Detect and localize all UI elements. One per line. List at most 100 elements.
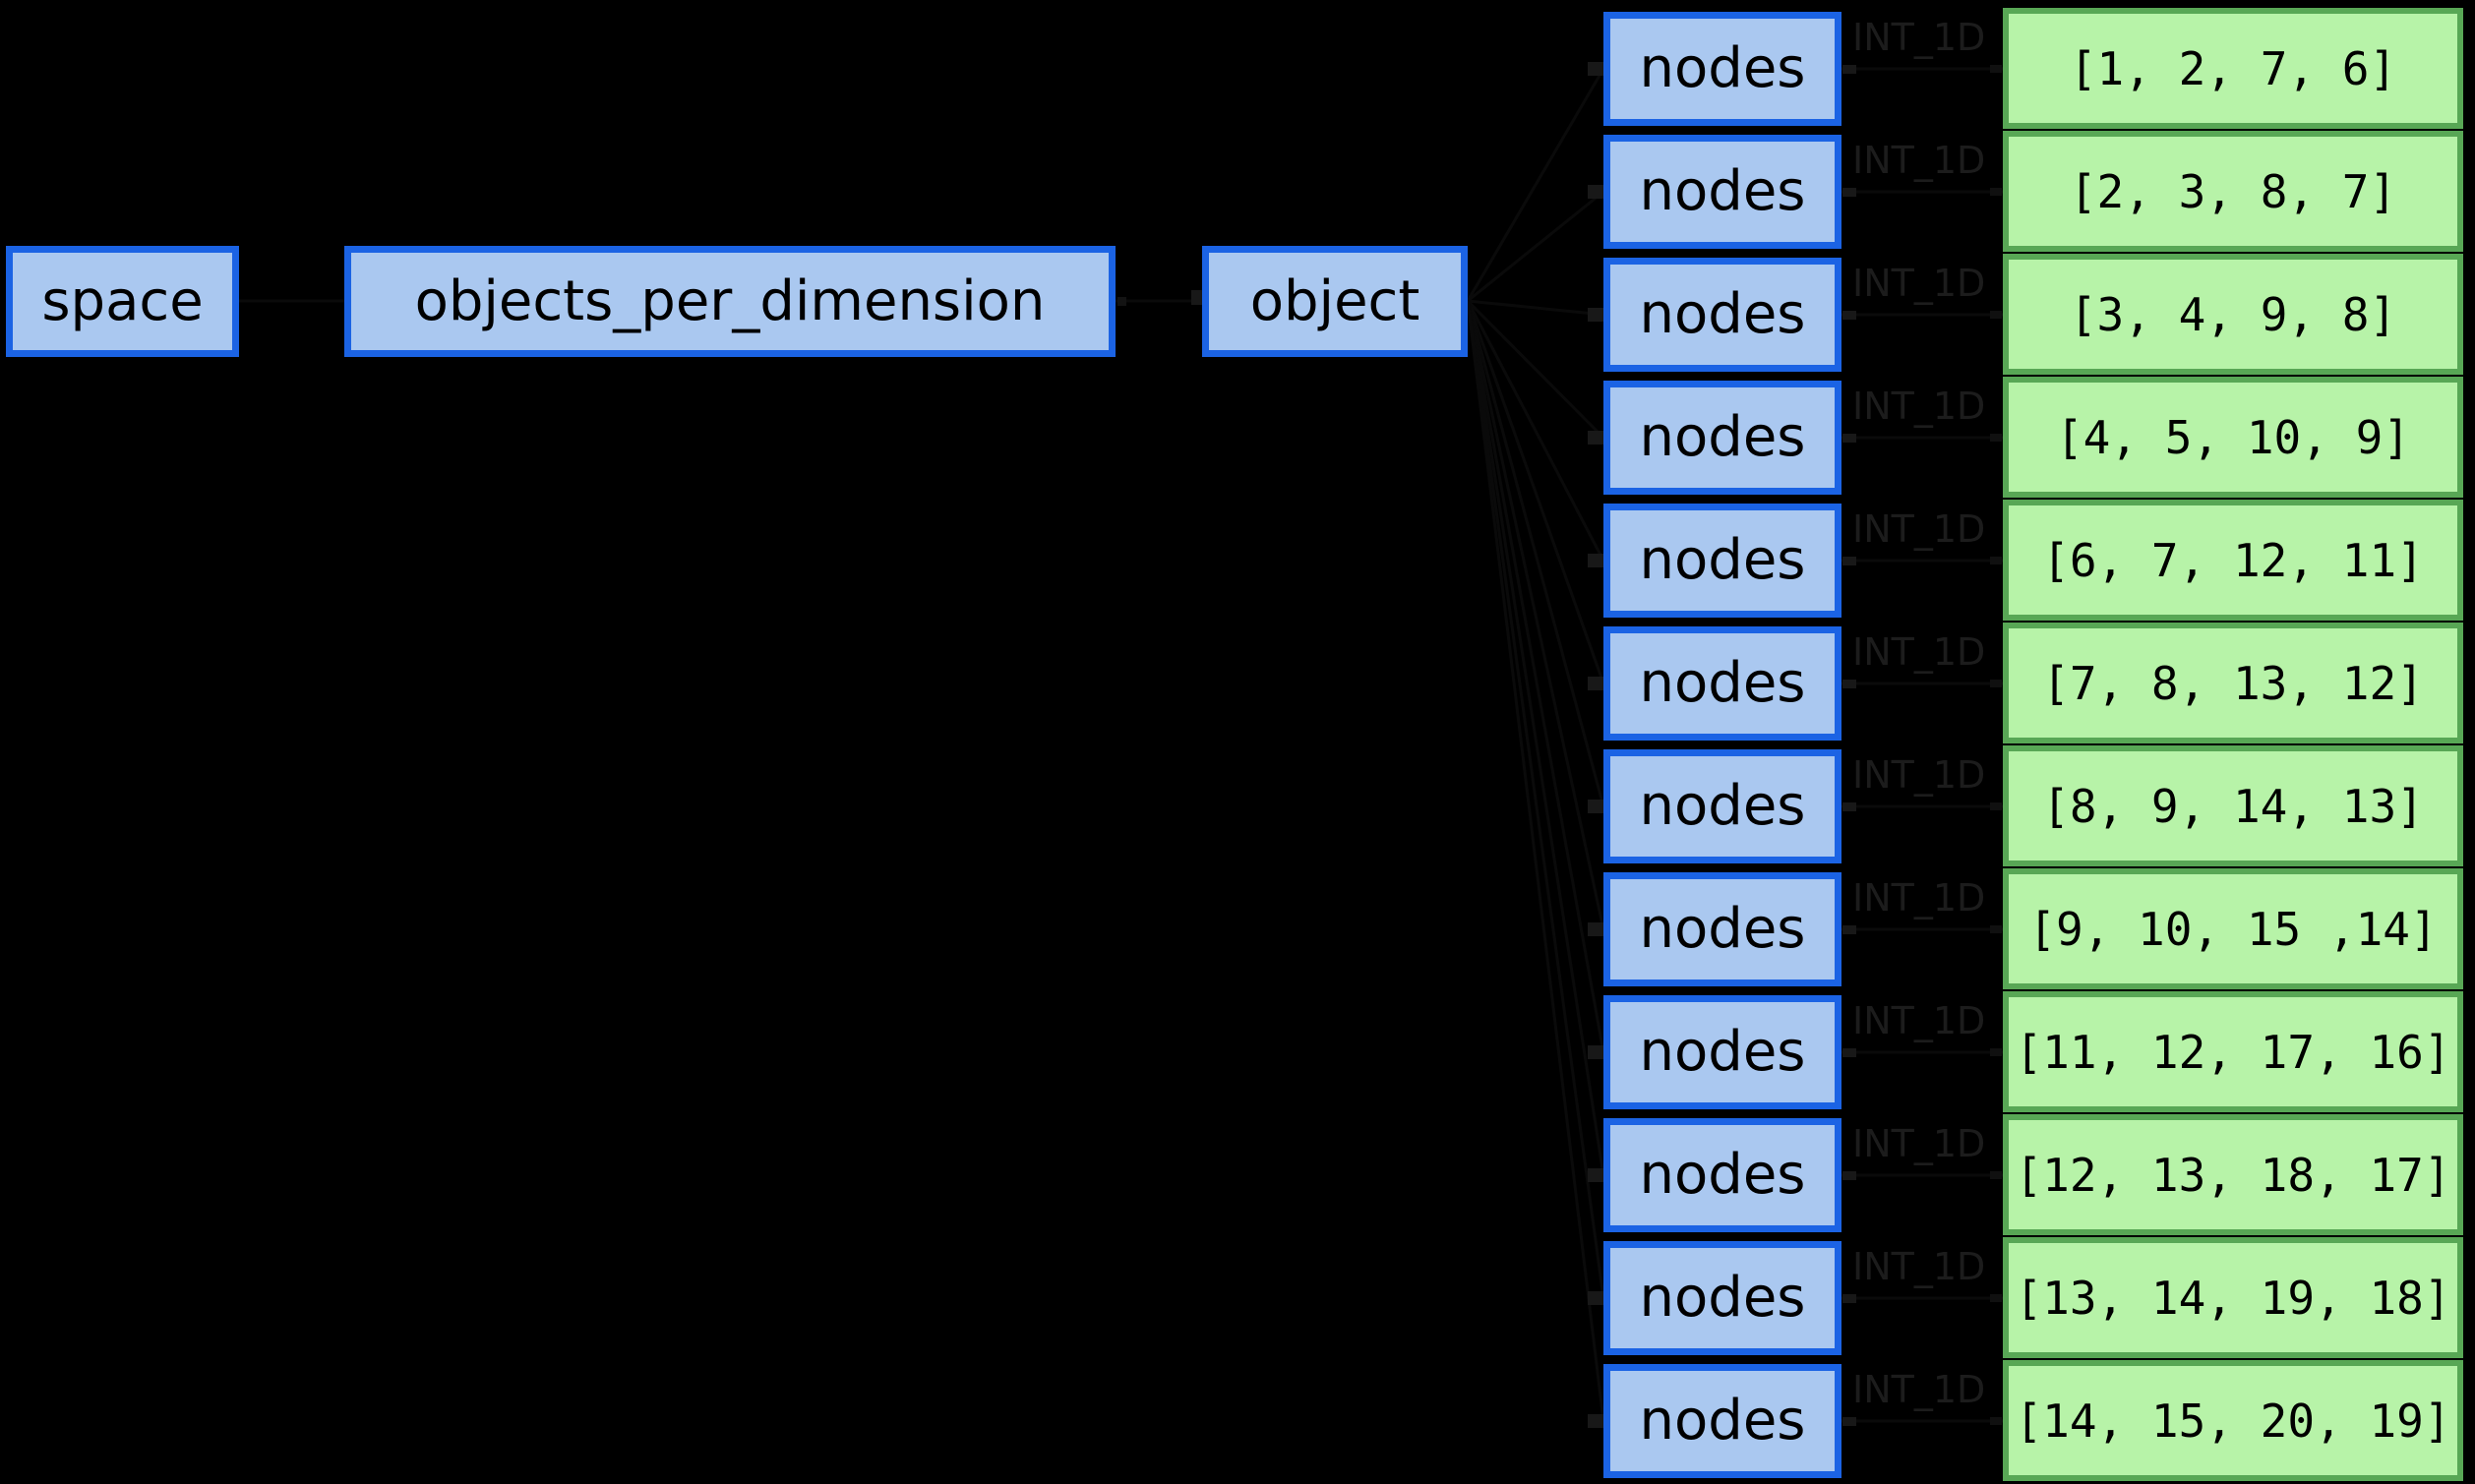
- edge-arrowhead: [1588, 308, 1604, 322]
- edge-arrowhead: [1990, 434, 2002, 442]
- edge-tail-tick: [1842, 802, 1856, 811]
- node-nodes: nodes: [1603, 1241, 1841, 1355]
- node-nodes: nodes: [1603, 12, 1841, 126]
- edge-arrowhead: [1588, 62, 1604, 76]
- dataset-row: nodes INT_1D [14, 15, 20, 19]: [0, 1360, 2475, 1484]
- value-array: [9, 10, 15 ,14]: [2003, 868, 2463, 989]
- edge-arrowhead: [1588, 1045, 1604, 1059]
- node-objects-per-dimension: objects_per_dimension: [344, 246, 1116, 357]
- edge-tail-tick: [1842, 557, 1856, 565]
- edge-arrowhead: [1990, 188, 2002, 196]
- edge-arrowhead: [1588, 185, 1604, 199]
- node-nodes: nodes: [1603, 872, 1841, 986]
- edge-arrowhead: [1990, 802, 2002, 810]
- node-nodes: nodes: [1603, 995, 1841, 1109]
- edge-arrowhead: [1990, 1294, 2002, 1302]
- edge-line: [1467, 190, 1604, 303]
- edge-type-label: INT_1D: [1852, 1122, 1986, 1165]
- value-array: [7, 8, 13, 12]: [2003, 623, 2463, 743]
- node-nodes: nodes: [1603, 1118, 1841, 1232]
- value-array: [13, 14, 19, 18]: [2003, 1237, 2463, 1358]
- edge-type-label: INT_1D: [1852, 1368, 1986, 1411]
- edge-tail-tick: [1842, 311, 1856, 320]
- node-nodes: nodes: [1603, 626, 1841, 741]
- value-array: [12, 13, 18, 17]: [2003, 1114, 2463, 1235]
- node-nodes: nodes: [1603, 381, 1841, 495]
- edge-line: [1466, 300, 1605, 1053]
- edge-arrowhead: [1990, 65, 2002, 73]
- edge-line: [1466, 299, 1605, 440]
- value-array: [11, 12, 17, 16]: [2003, 991, 2463, 1112]
- edge-line: [1467, 299, 1604, 317]
- dataset-row: nodes INT_1D [4, 5, 10, 9]: [0, 377, 2475, 504]
- edge-arrowhead: [1990, 557, 2002, 564]
- dataset-row: nodes INT_1D [7, 8, 13, 12]: [0, 623, 2475, 749]
- edge-arrowhead: [1588, 1414, 1604, 1428]
- edge-tail-tick: [1842, 1417, 1856, 1426]
- edge-line: [1466, 300, 1605, 1176]
- edge-line: [1466, 300, 1605, 562]
- edge-tail-tick: [1842, 925, 1856, 934]
- value-array: [8, 9, 14, 13]: [2003, 745, 2463, 866]
- node-nodes: nodes: [1603, 135, 1841, 249]
- edge-arrowhead: [1588, 1291, 1604, 1305]
- edge-tail-tick: [1842, 65, 1856, 74]
- edge-type-label: INT_1D: [1852, 999, 1986, 1042]
- edge-line: [1466, 300, 1605, 1299]
- edge-arrowhead: [1588, 554, 1604, 567]
- value-array: [2, 3, 8, 7]: [2003, 131, 2463, 252]
- edge-type-label: INT_1D: [1852, 385, 1986, 428]
- edge-arrowhead: [1990, 311, 2002, 319]
- edge-arrowhead: [1990, 1417, 2002, 1425]
- edge-tail-tick: [1117, 297, 1126, 306]
- edge-line: [1466, 68, 1605, 302]
- edge-tail-tick: [1842, 1171, 1856, 1180]
- dataset-row: nodes INT_1D [8, 9, 14, 13]: [0, 745, 2475, 872]
- dataset-row: nodes INT_1D [13, 14, 19, 18]: [0, 1237, 2475, 1364]
- node-nodes: nodes: [1603, 504, 1841, 618]
- edge-arrowhead: [1588, 922, 1604, 936]
- edge-arrowhead: [1588, 431, 1604, 445]
- node-space: space: [6, 246, 239, 357]
- value-array: [14, 15, 20, 19]: [2003, 1360, 2463, 1481]
- edge-line: [1466, 300, 1605, 807]
- node-nodes: nodes: [1603, 749, 1841, 863]
- edge-tail-tick: [1842, 680, 1856, 688]
- edge-arrowhead: [1588, 800, 1604, 813]
- edge-tail-tick: [1842, 1294, 1856, 1303]
- edge-tail-tick: [1842, 1048, 1856, 1057]
- dataset-row: nodes INT_1D [9, 10, 15 ,14]: [0, 868, 2475, 995]
- edge-arrowhead: [1990, 680, 2002, 687]
- edge-arrowhead: [1990, 1171, 2002, 1179]
- value-array: [4, 5, 10, 9]: [2003, 377, 2463, 498]
- edge-tail-tick: [1842, 188, 1856, 197]
- edge-arrowhead: [1588, 677, 1604, 690]
- edge-type-label: INT_1D: [1852, 16, 1986, 59]
- edge-tail-tick: [1842, 434, 1856, 443]
- edge-type-label: INT_1D: [1852, 262, 1986, 305]
- edge-line: [1466, 300, 1605, 930]
- edge-type-label: INT_1D: [1852, 1245, 1986, 1288]
- dataset-row: nodes INT_1D [12, 13, 18, 17]: [0, 1114, 2475, 1241]
- edge-line: [1466, 300, 1605, 684]
- node-nodes: nodes: [1603, 258, 1841, 372]
- node-nodes: nodes: [1603, 1364, 1841, 1478]
- edge-type-label: INT_1D: [1852, 876, 1986, 920]
- value-array: [1, 2, 7, 6]: [2003, 8, 2463, 129]
- edge-arrowhead: [1990, 925, 2002, 933]
- dataset-row: nodes INT_1D [1, 2, 7, 6]: [0, 8, 2475, 135]
- value-array: [6, 7, 12, 11]: [2003, 500, 2463, 621]
- dataset-row: nodes INT_1D [6, 7, 12, 11]: [0, 500, 2475, 626]
- dataset-row: nodes INT_1D [11, 12, 17, 16]: [0, 991, 2475, 1118]
- edge-arrowhead: [1990, 1048, 2002, 1056]
- edge-type-label: INT_1D: [1852, 753, 1986, 797]
- edge-type-label: INT_1D: [1852, 630, 1986, 674]
- edge-type-label: INT_1D: [1852, 507, 1986, 551]
- edge-type-label: INT_1D: [1852, 139, 1986, 182]
- dataset-row: nodes INT_1D [2, 3, 8, 7]: [0, 131, 2475, 258]
- value-array: [3, 4, 9, 8]: [2003, 254, 2463, 375]
- node-object: object: [1202, 246, 1468, 357]
- dataset-row: nodes INT_1D [3, 4, 9, 8]: [0, 254, 2475, 381]
